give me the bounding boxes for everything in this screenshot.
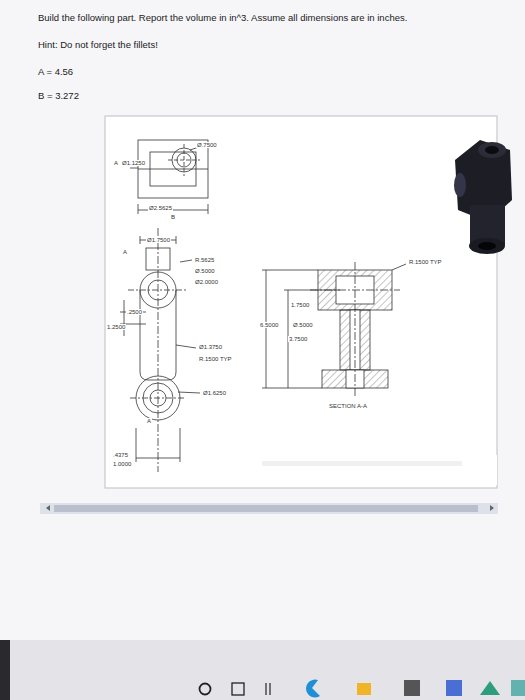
dimension: Ø1.3750 [198,344,223,350]
dimension: Ø.5000 [194,268,216,274]
dimension: 6.5000 [259,322,279,328]
section-mark: A [146,418,152,424]
dimension: Ø1.7500 [146,237,171,243]
dimension: R.5625 [194,257,215,263]
section-mark: A [122,249,128,255]
hint-text: Hint: Do not forget the fillets! [38,40,158,50]
dimension: 3.7500 [288,336,308,342]
dimension: Ø2.5625 [148,205,173,211]
instruction-text: Build the following part. Report the vol… [38,13,407,23]
dimension: Ø1.1250 [121,160,146,166]
section-mark: A [113,160,119,166]
dimension: .2500 [126,309,143,315]
section-title: SECTION A-A [328,403,368,409]
dimension: Ø.5000 [292,322,314,328]
dimension: .4375 [112,452,129,458]
dimension: Ø1.6250 [202,390,227,396]
view-mark: B [170,214,176,220]
dimension: R.1500 TYP [198,356,233,362]
dimension: 1.2500 [106,324,126,330]
dimension: R.1500 TYP [408,259,443,265]
dimension: Ø.7500 [196,142,218,148]
given-value: A = 4.56 [38,67,73,77]
dimension: Ø2.0000 [194,279,219,285]
dimension: 1.0000 [112,461,132,467]
dimension: 1.7500 [290,302,310,308]
given-value: B = 3.272 [38,91,79,101]
